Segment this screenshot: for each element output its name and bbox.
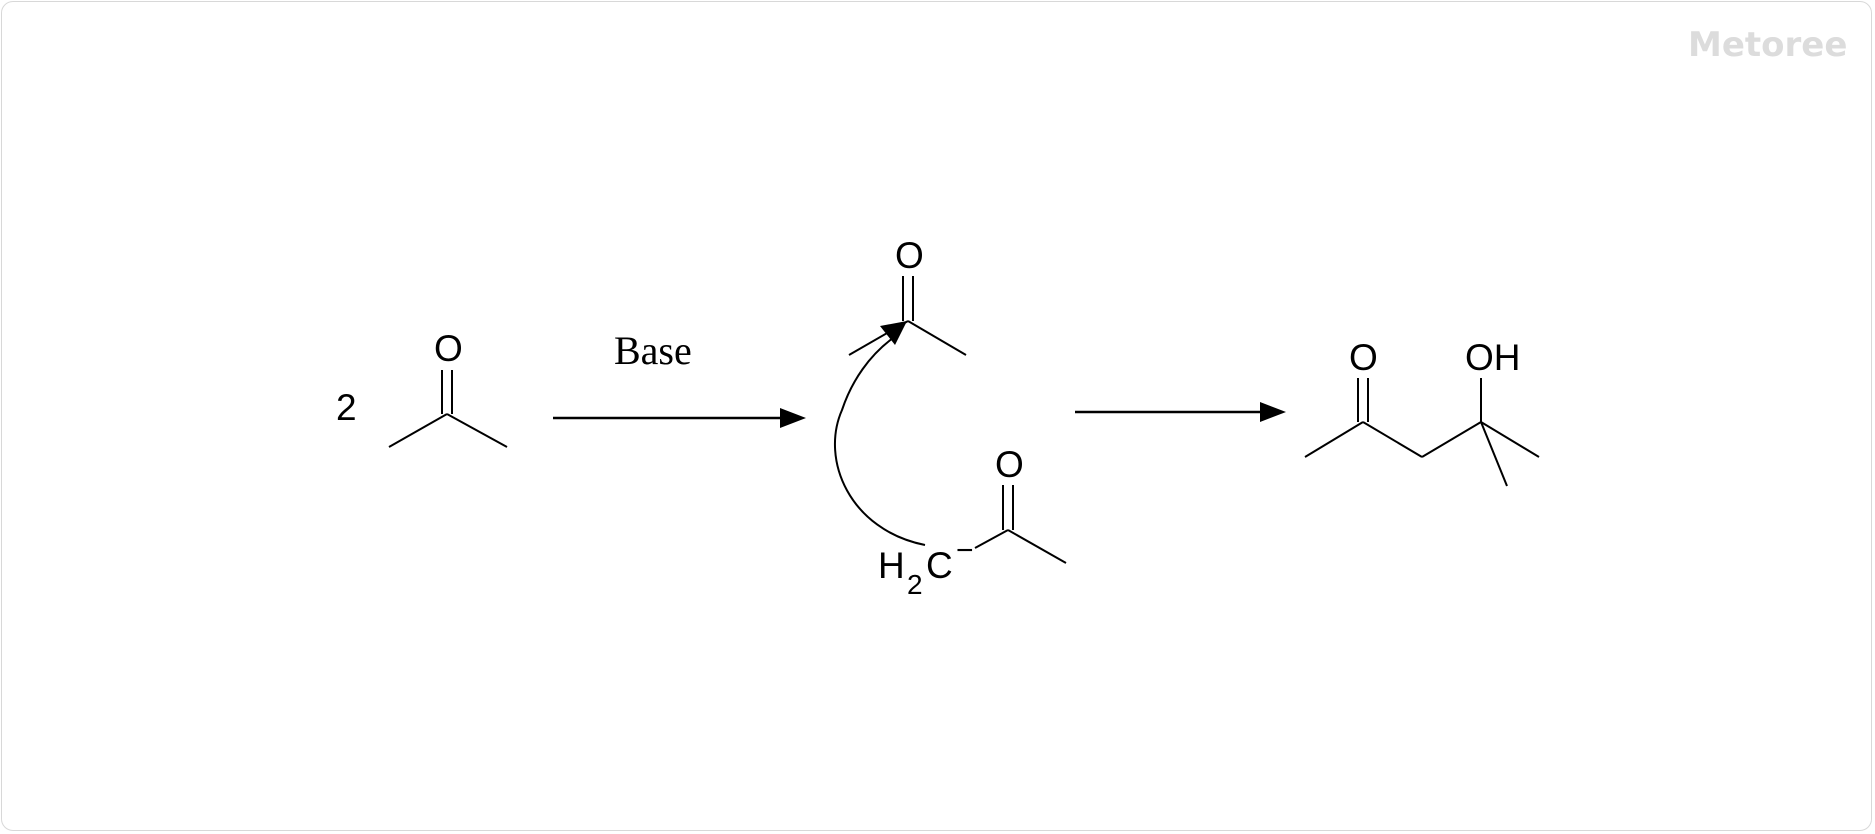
reaction-arrow-1: Base	[553, 328, 806, 428]
oxygen-label: O	[434, 328, 463, 369]
oxygen-label: O	[995, 444, 1024, 485]
charge-label: −	[956, 534, 974, 567]
reagent-label: Base	[614, 328, 692, 373]
acetone-reactant: 2 O	[336, 328, 508, 448]
ketone-oxygen-label: O	[1349, 337, 1378, 378]
carbanion-c: C	[926, 545, 953, 586]
diacetone-alcohol-product: O OH	[1304, 337, 1540, 487]
curved-electron-arrow	[833, 321, 926, 546]
reaction-arrow-2	[1075, 402, 1286, 422]
hydroxyl-label: OH	[1465, 337, 1521, 378]
metoree-logo: Metoree	[1688, 25, 1847, 65]
oxygen-label: O	[895, 235, 924, 276]
acetone-electrophile: O	[848, 235, 967, 356]
coefficient: 2	[336, 387, 357, 428]
enolate-nucleophile: O H 2 C −	[878, 444, 1067, 600]
carbanion-h: H	[878, 545, 905, 586]
carbanion-subscript: 2	[907, 569, 923, 600]
